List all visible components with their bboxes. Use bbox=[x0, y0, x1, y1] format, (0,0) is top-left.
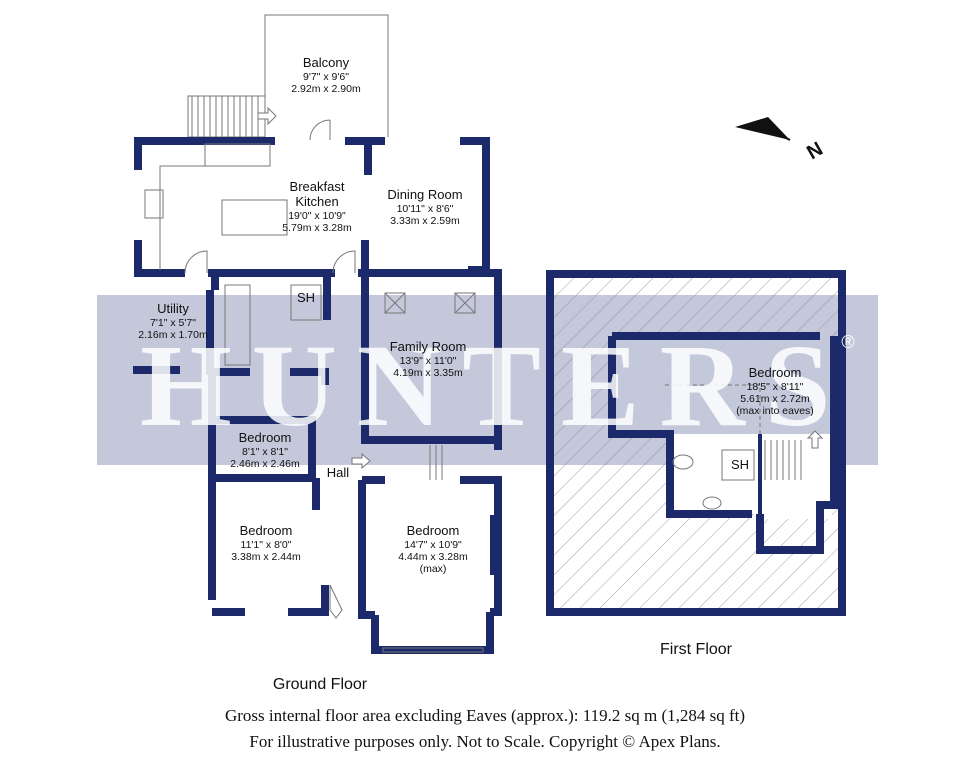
first-floor-fixtures bbox=[665, 384, 824, 510]
room-metric: 2.92m x 2.90m bbox=[291, 83, 361, 95]
first-floor-title: First Floor bbox=[660, 641, 732, 658]
room-family-room: Family Room 13'9" x 11'0" 4.19m x 3.35m bbox=[389, 339, 467, 379]
room-balcony: Balcony 9'7" x 9'6" 2.92m x 2.90m bbox=[291, 55, 361, 95]
room-breakfast-kitchen: Breakfast Kitchen 19'0" x 10'9" 5.79m x … bbox=[272, 179, 362, 234]
room-metric: 4.44m x 3.28m bbox=[398, 551, 468, 563]
room-bedroom-left: Bedroom 11'1" x 8'0" 3.38m x 2.44m bbox=[231, 523, 301, 563]
ground-floor-title: Ground Floor bbox=[272, 676, 368, 693]
room-imperial: 8'1" x 8'1" bbox=[242, 445, 288, 458]
room-bedroom-front: Bedroom 14'7" x 10'9" 4.44m x 3.28m (max… bbox=[398, 523, 468, 576]
room-name: Bedroom bbox=[748, 365, 802, 380]
hall-label: Hall bbox=[326, 465, 350, 480]
room-metric: 4.19m x 3.35m bbox=[393, 367, 463, 379]
first-floor-walls bbox=[546, 270, 846, 616]
room-utility: Utility 7'1" x 5'7" 2.16m x 1.70m bbox=[138, 301, 208, 341]
room-metric: 5.61m x 2.72m bbox=[740, 393, 810, 405]
first-floor-shower-label: SH bbox=[730, 457, 750, 472]
compass-arrow-icon bbox=[735, 117, 791, 141]
room-dining-room: Dining Room 10'11" x 8'6" 3.33m x 2.59m bbox=[387, 187, 463, 227]
room-imperial: 18'5" x 8'11" bbox=[746, 380, 804, 393]
room-metric: 2.46m x 2.46m bbox=[230, 458, 300, 470]
room-imperial: 19'0" x 10'9" bbox=[288, 209, 346, 222]
room-name: Family Room bbox=[389, 339, 467, 354]
room-note: (max into eaves) bbox=[736, 405, 814, 418]
watermark-text: HUNTERS bbox=[140, 320, 851, 451]
room-metric: 2.16m x 1.70m bbox=[138, 329, 208, 341]
room-imperial: 7'1" x 5'7" bbox=[150, 316, 196, 329]
room-imperial: 9'7" x 9'6" bbox=[303, 70, 349, 83]
ground-floor-walls bbox=[133, 137, 502, 654]
room-bedroom-small: Bedroom 8'1" x 8'1" 2.46m x 2.46m bbox=[230, 430, 300, 470]
room-metric: 3.33m x 2.59m bbox=[390, 215, 460, 227]
room-note: (max) bbox=[419, 563, 447, 576]
room-name: Bedroom bbox=[406, 523, 460, 538]
room-name: Bedroom bbox=[238, 430, 292, 445]
room-imperial: 11'1" x 8'0" bbox=[240, 538, 292, 551]
floor-area-note: Gross internal floor area excluding Eave… bbox=[224, 706, 746, 725]
room-imperial: 14'7" x 10'9" bbox=[404, 538, 462, 551]
room-name: Utility bbox=[157, 301, 189, 316]
ground-floor-fixtures bbox=[144, 119, 484, 653]
room-metric: 3.38m x 2.44m bbox=[231, 551, 301, 563]
shower-label: SH bbox=[296, 290, 316, 305]
room-name: Balcony bbox=[302, 55, 350, 70]
registered-mark: ® bbox=[841, 332, 855, 352]
room-name: Bedroom bbox=[239, 523, 293, 538]
room-name: Breakfast Kitchen bbox=[289, 179, 345, 209]
room-first-floor-bedroom: Bedroom 18'5" x 8'11" 5.61m x 2.72m (max… bbox=[736, 365, 814, 418]
disclaimer: For illustrative purposes only. Not to S… bbox=[249, 732, 721, 751]
room-imperial: 10'11" x 8'6" bbox=[396, 202, 454, 215]
room-imperial: 13'9" x 11'0" bbox=[399, 354, 457, 367]
room-metric: 5.79m x 3.28m bbox=[282, 221, 352, 234]
room-name: Dining Room bbox=[387, 187, 463, 202]
